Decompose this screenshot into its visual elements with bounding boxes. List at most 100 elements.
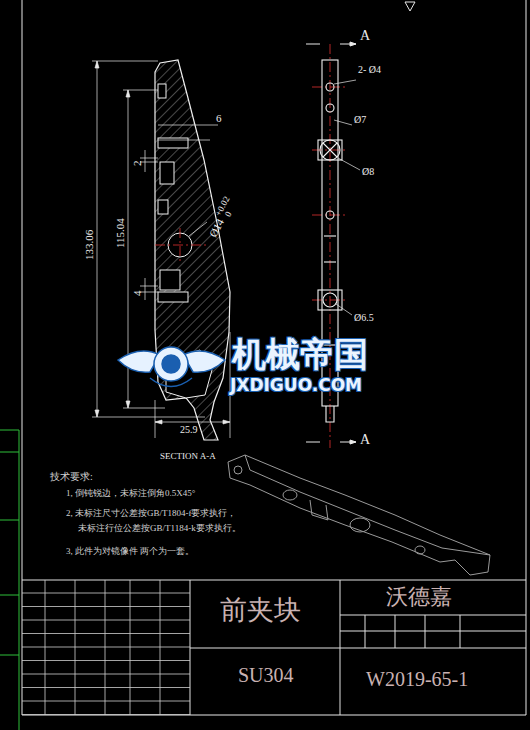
- title-block: [460, 615, 461, 648]
- dimension-lines: [92, 417, 205, 418]
- hole-callout: Ø7: [354, 114, 366, 125]
- side-view-leaders: [334, 80, 356, 84]
- isometric-view: [245, 455, 490, 555]
- section-letter: A: [360, 28, 370, 43]
- side-view: [326, 83, 334, 91]
- watermark-logo: [118, 347, 225, 387]
- note-line: 3, 此件为对镜像件 两个为一套。: [66, 547, 194, 557]
- side-view: [318, 290, 342, 310]
- dimension-lines: [123, 408, 165, 409]
- side-view-leaders: [336, 304, 352, 315]
- title-grid: [75, 580, 76, 715]
- note-line: 未标注行位公差按GB/T1184-k要求执行。: [78, 524, 241, 534]
- watermark-logo: [162, 355, 180, 373]
- cutting-plane: [306, 442, 320, 443]
- dimension-lines: [155, 420, 230, 424]
- dimension-value: Ø14: [207, 217, 226, 239]
- dimension-lines: [140, 158, 158, 159]
- side-view-leaders: [338, 158, 360, 170]
- title-grid: [45, 580, 46, 715]
- sheet-frame: [526, 0, 527, 715]
- material: SU304: [238, 664, 294, 686]
- sheet-frame: [22, 715, 526, 716]
- side-view: [320, 140, 340, 160]
- margin-marks: [0, 452, 19, 453]
- isometric-view: [310, 500, 328, 520]
- margin-marks: [0, 655, 19, 656]
- title-block: [425, 615, 426, 648]
- title-grid: [22, 701, 190, 702]
- dimension-value: 2: [131, 161, 143, 167]
- sheet-frame: [22, 0, 23, 715]
- title-block: [190, 648, 526, 649]
- dimension-value: 115.04: [114, 218, 126, 248]
- dimension-lines: [155, 400, 156, 438]
- title-grid: [22, 620, 190, 621]
- isometric-view: [228, 455, 490, 575]
- dimension-value: 6: [216, 112, 222, 124]
- title-block: [22, 580, 526, 715]
- watermark: 机械帝国: [232, 336, 368, 373]
- title-grid: [22, 687, 190, 688]
- title-block: [365, 615, 366, 648]
- title-block: [395, 615, 396, 648]
- dimension-lines: [145, 278, 146, 300]
- title-block: [22, 580, 526, 581]
- title-grid: [160, 580, 161, 715]
- section-cutouts: [158, 292, 188, 302]
- watermark-logo: [154, 347, 188, 381]
- watermark-logo: [150, 378, 192, 387]
- dimension-lines: [145, 150, 146, 172]
- sheet-frame: [22, 0, 526, 715]
- drawing-number: W2019-65-1: [366, 668, 468, 690]
- dimension-lines: [158, 140, 210, 141]
- section-cutouts: [158, 138, 188, 148]
- sheet-frame: [405, 2, 415, 11]
- section-cutouts: [160, 162, 174, 184]
- title-grid: [22, 674, 190, 675]
- title-grid: [105, 580, 106, 715]
- section-cutouts: [160, 270, 180, 290]
- center-lines: [312, 87, 348, 88]
- note-line: 2, 未标注尺寸公差按GB/T1804-f要求执行，: [66, 509, 237, 519]
- dimension-value: 4: [131, 291, 143, 297]
- section-outline: [155, 60, 230, 440]
- side-view: [323, 293, 337, 307]
- side-view: [323, 143, 337, 157]
- dimension-lines: [158, 125, 218, 126]
- title-grid: [22, 633, 190, 634]
- title-grid: [22, 606, 190, 607]
- margin-marks: [0, 595, 19, 596]
- margin-marks: [19, 430, 20, 730]
- isometric-view: [228, 455, 490, 575]
- dimension-lines: [97, 61, 98, 417]
- company-name: 沃德嘉: [386, 585, 452, 609]
- dimension-lines: [189, 222, 207, 236]
- side-view: [323, 143, 337, 157]
- side-view: [326, 406, 334, 422]
- title-grid: [22, 714, 190, 715]
- title-grid: [22, 580, 190, 715]
- note-heading: 技术要求:: [50, 471, 93, 482]
- side-view: [326, 211, 334, 219]
- watermark-logo: [183, 351, 225, 372]
- dimension-lines: [92, 61, 158, 62]
- center-lines: [312, 300, 348, 301]
- dimension-lines: [95, 61, 99, 417]
- dimension-lines: [140, 286, 158, 287]
- dimension-value: 25.9: [180, 424, 198, 435]
- section-cutouts: [158, 84, 166, 98]
- title-block: [340, 615, 526, 616]
- margin-marks: [0, 430, 19, 730]
- dimension-value: 133.06: [83, 230, 95, 260]
- section-outline: [155, 60, 230, 440]
- side-view: [326, 104, 334, 112]
- section-letter: A: [360, 432, 370, 447]
- section-cutouts: [158, 200, 168, 214]
- isometric-view: [234, 466, 242, 474]
- side-view-leaders: [334, 120, 352, 125]
- title-grid: [22, 593, 190, 594]
- isometric-view: [415, 546, 425, 554]
- hole-callout: Ø8: [362, 166, 374, 177]
- cutting-plane: [306, 44, 320, 45]
